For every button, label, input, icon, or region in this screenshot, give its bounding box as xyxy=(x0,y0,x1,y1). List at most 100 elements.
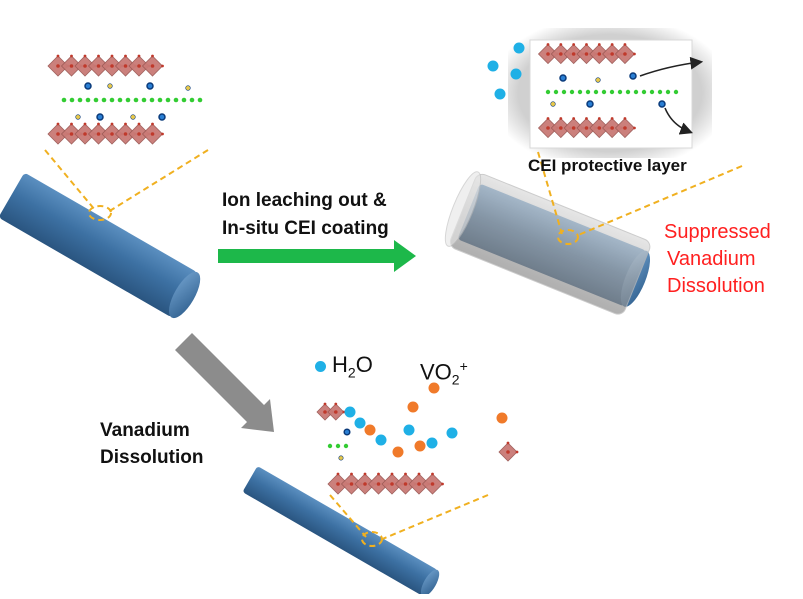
interlayer-dot xyxy=(77,97,83,103)
water-molecule xyxy=(510,68,522,80)
water-molecule xyxy=(403,424,415,436)
dissolving-nanorod xyxy=(243,467,440,597)
interlayer-dot xyxy=(657,89,663,95)
interlayer-dot xyxy=(85,97,91,103)
oxygen-atom xyxy=(70,122,73,126)
diagonal-arrow-icon xyxy=(175,333,274,432)
vanadyl-ion xyxy=(496,412,508,424)
water-molecule xyxy=(375,434,387,446)
oxygen-atom xyxy=(585,43,588,46)
oxygen-atom xyxy=(336,472,340,476)
oxygen-atom xyxy=(633,52,636,56)
interlayer-dot xyxy=(149,97,155,103)
vanadyl-ion xyxy=(392,446,404,458)
interlayer-dot xyxy=(125,97,131,103)
vanadium-atom xyxy=(110,64,114,68)
vanadium-atom xyxy=(150,64,155,68)
yellow-ion xyxy=(130,114,136,120)
oxygen-atom xyxy=(377,472,380,476)
interlayer-dot xyxy=(569,89,575,95)
interlayer-dot xyxy=(181,97,187,103)
water-molecule xyxy=(354,417,366,429)
oxygen-atom xyxy=(610,43,614,46)
blue-ion xyxy=(343,428,351,436)
vanadium-atom xyxy=(610,126,614,130)
oxygen-atom xyxy=(342,410,346,414)
vanadium-atom xyxy=(137,132,141,136)
interlayer-dot xyxy=(601,89,607,95)
interlayer-dot xyxy=(617,89,623,95)
oxygen-atom xyxy=(506,441,510,445)
interlayer-dot xyxy=(165,97,171,103)
vanadium-atom xyxy=(363,482,367,486)
interlayer-dot xyxy=(561,89,567,95)
vanadium-atom xyxy=(83,64,87,68)
oxygen-atom xyxy=(572,117,576,120)
oxygen-atom xyxy=(363,472,367,476)
vanadium-atom xyxy=(506,450,510,454)
vanadium-atom xyxy=(597,52,602,56)
oxygen-atom xyxy=(546,117,550,120)
interlayer-dot xyxy=(625,89,631,95)
vanadium-atom xyxy=(571,126,576,130)
vanadium-atom xyxy=(559,126,563,130)
oxygen-atom xyxy=(137,122,141,126)
vanadium-atom xyxy=(69,132,74,136)
yellow-ion xyxy=(107,83,113,89)
interlayer-dot xyxy=(609,89,615,95)
interlayer-dot xyxy=(577,89,583,95)
cei-coated-nanorod xyxy=(444,171,651,315)
oxygen-atom xyxy=(334,402,338,406)
oxygen-atom xyxy=(623,117,627,120)
process-label-line2: In-situ CEI coating xyxy=(222,218,389,239)
right-arrow-icon xyxy=(218,240,416,272)
oxygen-atom xyxy=(597,43,601,46)
vanadium-atom xyxy=(96,132,101,136)
water-molecule xyxy=(344,406,356,418)
oxygen-atom xyxy=(56,54,60,58)
vanadyl-ion xyxy=(407,401,419,413)
oxygen-atom xyxy=(124,54,127,58)
vanadium-atom xyxy=(559,52,563,56)
cei-layer-label: CEI protective layer xyxy=(528,156,687,175)
cei-zoom-guide-lines xyxy=(537,151,743,245)
vanadium-atom xyxy=(137,64,141,68)
yellow-ion xyxy=(550,101,556,107)
oxygen-atom xyxy=(390,472,394,476)
vanadium-atom xyxy=(123,132,128,136)
vanadium-atom xyxy=(610,52,614,56)
vanadium-atom xyxy=(417,482,421,486)
blue-ion xyxy=(559,74,567,82)
interlayer-dot xyxy=(157,97,163,103)
interlayer-dot xyxy=(117,97,123,103)
water-molecule xyxy=(446,427,458,439)
vanadium-atom xyxy=(150,132,155,136)
vanadium-atom xyxy=(83,132,87,136)
blue-ion xyxy=(146,82,154,90)
vanadium-atom xyxy=(597,126,602,130)
interlayer-dot xyxy=(649,89,655,95)
vanadium-atom xyxy=(584,52,589,56)
oxygen-atom xyxy=(97,54,100,58)
blue-ion xyxy=(84,82,92,90)
oxygen-atom xyxy=(515,450,519,454)
interlayer-dot xyxy=(133,97,139,103)
oxygen-atom xyxy=(323,402,327,406)
vanadium-atom xyxy=(376,482,381,486)
oxygen-atom xyxy=(83,122,87,126)
dissolution-label-line1: Vanadium xyxy=(100,420,190,441)
vanadium-atom xyxy=(69,64,74,68)
water-molecule xyxy=(494,88,506,100)
oxygen-atom xyxy=(404,472,407,476)
oxygen-atom xyxy=(110,122,114,126)
layered-crystal-structure xyxy=(47,54,203,145)
water-legend: H2O xyxy=(315,352,373,380)
oxygen-atom xyxy=(431,472,434,476)
leaching-arrow-2 xyxy=(664,107,693,135)
vanadyl-formula-sup: + xyxy=(459,358,468,374)
oxygen-atom xyxy=(623,43,627,46)
blue-ion xyxy=(658,100,666,108)
vanadium-atom xyxy=(123,64,128,68)
oxygen-atom xyxy=(597,117,601,120)
